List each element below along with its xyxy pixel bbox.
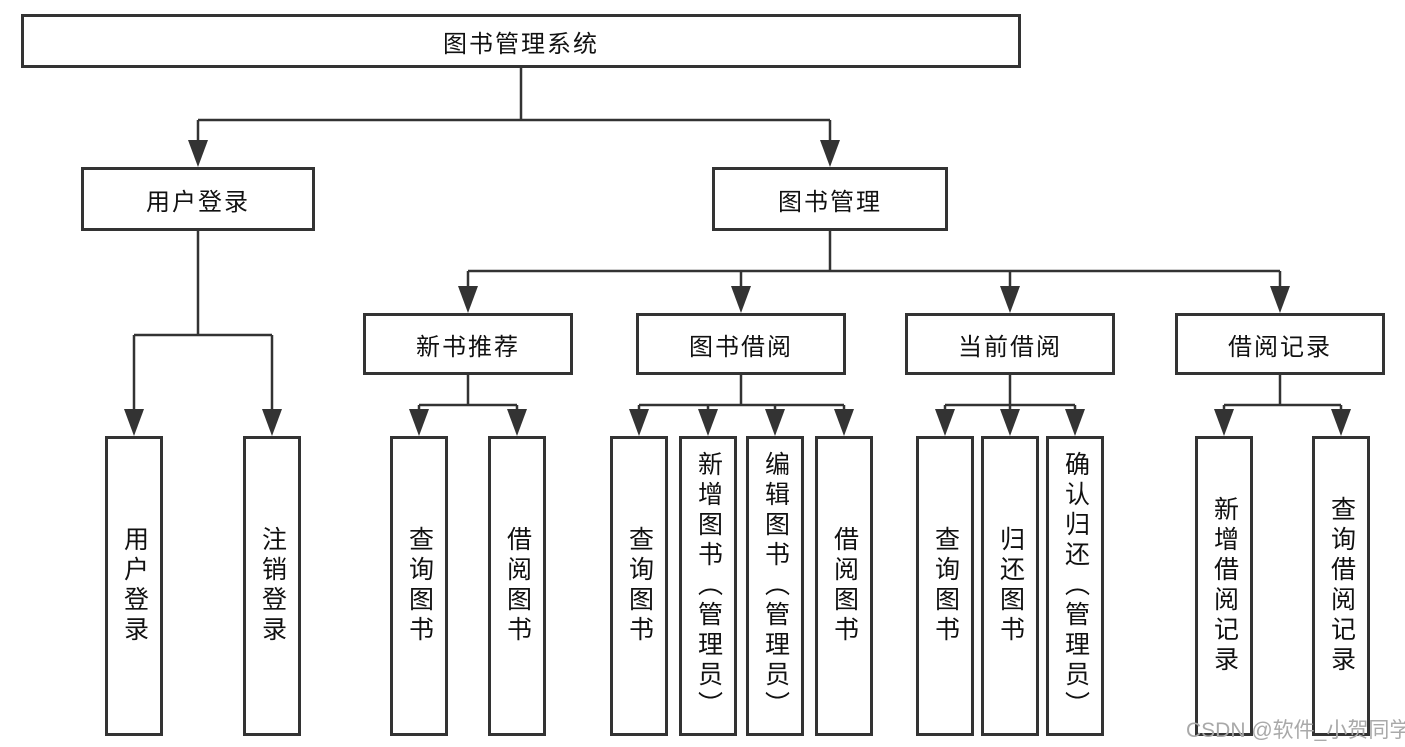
leaf-borrow-books-recommend: 借阅图书 xyxy=(488,436,546,736)
node-label: 查询借阅记录 xyxy=(1327,496,1356,676)
node-label: 新增借阅记录 xyxy=(1210,496,1239,676)
node-label: 归还图书 xyxy=(996,526,1025,646)
watermark: CSDN @软件_小贺同学 xyxy=(1186,719,1405,742)
leaf-query-books-current: 查询图书 xyxy=(916,436,974,736)
node-label: 用户登录 xyxy=(146,188,250,216)
leaf-query-books-recommend: 查询图书 xyxy=(390,436,448,736)
leaf-query-borrow-record: 查询借阅记录 xyxy=(1312,436,1370,736)
node-label: 查询图书 xyxy=(625,526,654,646)
node-label: 图书借阅 xyxy=(689,333,793,361)
node-label: 编辑图书（管理员） xyxy=(761,451,790,721)
node-book-borrowing: 图书借阅 xyxy=(636,313,846,375)
leaf-add-book-admin: 新增图书（管理员） xyxy=(679,436,737,736)
node-label: 借阅记录 xyxy=(1228,333,1332,361)
node-book-management: 图书管理 xyxy=(712,167,948,231)
node-label: 新书推荐 xyxy=(416,333,520,361)
node-label: 图书管理系统 xyxy=(443,30,599,58)
node-label: 借阅图书 xyxy=(503,526,532,646)
node-label: 图书管理 xyxy=(778,188,882,216)
node-label: 用户登录 xyxy=(120,526,149,646)
node-label: 查询图书 xyxy=(405,526,434,646)
node-label: 查询图书 xyxy=(931,526,960,646)
leaf-logout: 注销登录 xyxy=(243,436,301,736)
leaf-return-book: 归还图书 xyxy=(981,436,1039,736)
leaf-borrow-books: 借阅图书 xyxy=(815,436,873,736)
node-label: 注销登录 xyxy=(258,526,287,646)
connector-segments xyxy=(132,68,1343,412)
arrowheads xyxy=(124,140,1351,436)
node-label: 借阅图书 xyxy=(830,526,859,646)
node-library-management-system: 图书管理系统 xyxy=(21,14,1021,68)
node-current-borrowing: 当前借阅 xyxy=(905,313,1115,375)
node-borrowing-records: 借阅记录 xyxy=(1175,313,1385,375)
node-new-book-recommendation: 新书推荐 xyxy=(363,313,573,375)
leaf-add-borrow-record: 新增借阅记录 xyxy=(1195,436,1253,736)
node-user-login: 用户登录 xyxy=(81,167,315,231)
leaf-edit-book-admin: 编辑图书（管理员） xyxy=(746,436,804,736)
node-label: 确认归还（管理员） xyxy=(1061,451,1090,721)
leaf-user-login: 用户登录 xyxy=(105,436,163,736)
leaf-confirm-return-admin: 确认归还（管理员） xyxy=(1046,436,1104,736)
node-label: 当前借阅 xyxy=(958,333,1062,361)
leaf-query-books-borrowing: 查询图书 xyxy=(610,436,668,736)
node-label: 新增图书（管理员） xyxy=(694,451,723,721)
